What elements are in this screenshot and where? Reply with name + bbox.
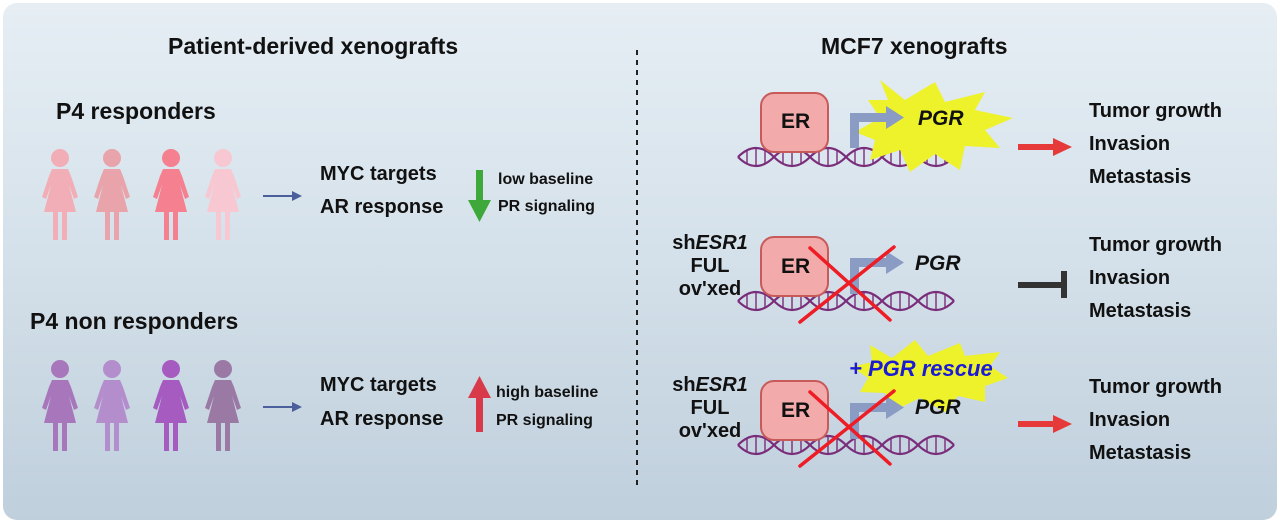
ful-label: FUL: [690, 397, 730, 419]
outcome-row2-line3: Metastasis: [1089, 300, 1192, 322]
right-title: MCF7 xenografts: [821, 33, 1008, 59]
woman-icon: [94, 149, 130, 240]
arrow-up-icon: [468, 376, 491, 432]
condition-label-row3: shESR1 FUL ov'xed: [665, 374, 755, 443]
non-responders-note2: PR signaling: [496, 412, 593, 429]
ful-label: FUL: [690, 255, 730, 277]
promoter-arrow-icon: [850, 251, 904, 294]
pgr-label: PGR: [915, 252, 961, 275]
sh-prefix: sh: [672, 374, 696, 396]
responders-line2: AR response: [320, 196, 444, 218]
outcome-row2-line1: Tumor growth: [1089, 234, 1222, 256]
er-box: [760, 92, 829, 153]
pgr-rescue-label: + PGR rescue: [849, 356, 993, 381]
promoter-arrow-icon: [850, 106, 904, 148]
non-responders-label: P4 non responders: [30, 308, 239, 334]
sh-gene: ESR1: [695, 232, 748, 254]
ovxed-label: ov'xed: [678, 278, 742, 300]
sh-prefix: sh: [672, 232, 696, 254]
er-label: ER: [781, 110, 811, 133]
starburst-icon: [855, 80, 1013, 172]
outcome-row3-line1: Tumor growth: [1089, 376, 1222, 398]
woman-icon: [205, 149, 241, 240]
woman-icon: [205, 360, 241, 451]
outcome-row1-line1: Tumor growth: [1089, 100, 1222, 122]
responder-figures: [42, 149, 241, 240]
responders-label: P4 responders: [56, 98, 216, 124]
outcome-row3-line3: Metastasis: [1089, 442, 1192, 464]
pgr-label: PGR: [915, 396, 961, 419]
left-title: Patient-derived xenografts: [168, 33, 459, 59]
er-label: ER: [781, 399, 811, 422]
pgr-label: PGR: [918, 107, 964, 130]
responders-note1: low baseline: [498, 171, 594, 188]
arrow-right-icon: [1018, 415, 1072, 433]
woman-icon: [42, 149, 78, 240]
non-responders-note1: high baseline: [496, 384, 599, 401]
non-responder-figures: [42, 360, 241, 451]
responders-note2: PR signaling: [498, 198, 595, 215]
arrow-right-icon: [263, 191, 302, 201]
outcome-row1-line3: Metastasis: [1089, 166, 1192, 188]
responders-line1: MYC targets: [320, 163, 437, 185]
cross-icon: [798, 245, 896, 324]
inhibition-icon: [1018, 271, 1067, 298]
woman-icon: [153, 149, 189, 240]
outcome-row2-line2: Invasion: [1089, 267, 1171, 289]
cross-icon: [798, 389, 896, 468]
outcome-row1-line2: Invasion: [1089, 133, 1171, 155]
woman-icon: [94, 360, 130, 451]
woman-icon: [153, 360, 189, 451]
figure-panel: [3, 3, 1277, 520]
non-responders-line1: MYC targets: [320, 374, 437, 396]
non-responders-line2: AR response: [320, 408, 444, 430]
arrow-right-icon: [263, 402, 302, 412]
condition-label-row2: shESR1 FUL ov'xed: [665, 232, 755, 301]
arrow-down-icon: [468, 170, 491, 222]
sh-gene: ESR1: [695, 374, 748, 396]
ovxed-label: ov'xed: [678, 420, 742, 442]
woman-icon: [42, 360, 78, 451]
arrow-right-icon: [1018, 138, 1072, 156]
outcome-row3-line2: Invasion: [1089, 409, 1171, 431]
er-label: ER: [781, 255, 811, 278]
